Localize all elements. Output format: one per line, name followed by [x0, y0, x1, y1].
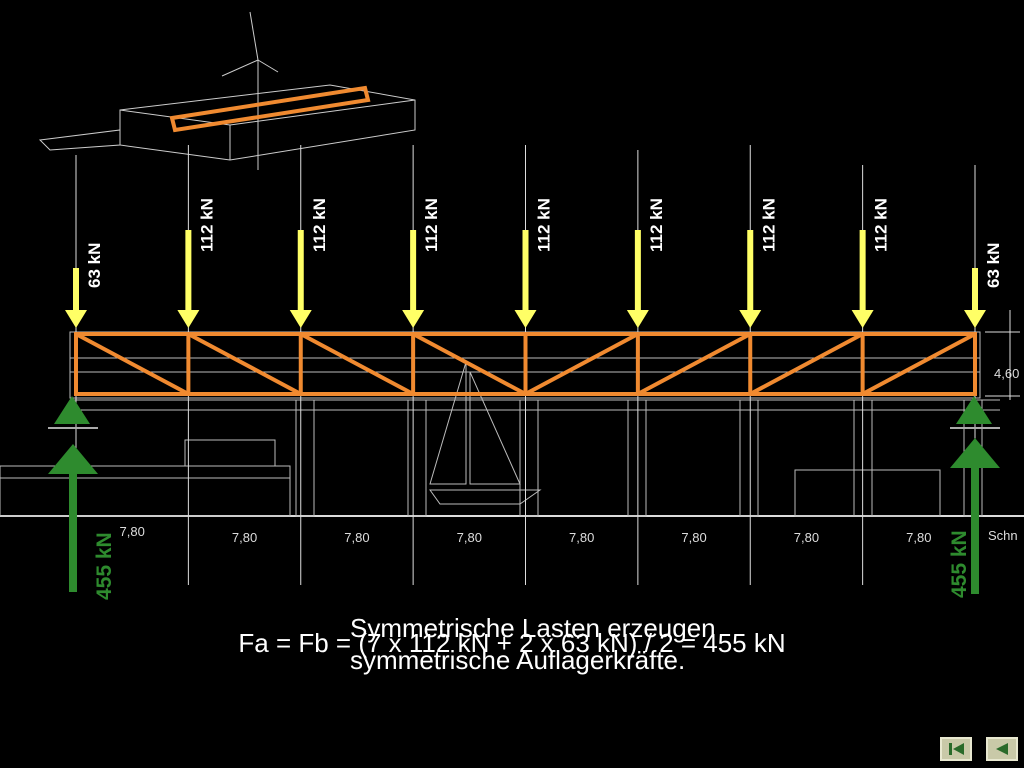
span-label: 7,80 [681, 530, 706, 545]
perspective-sketch [38, 11, 416, 170]
load-arrow [177, 230, 200, 328]
previous-slide-icon [996, 743, 1008, 755]
truss-diagonal [749, 332, 864, 396]
load-label: 112 kN [422, 198, 441, 252]
load-arrow [739, 230, 762, 328]
first-slide-icon [949, 743, 964, 755]
reaction-left-label: 455 kN [93, 532, 116, 600]
load-label: 63 kN [85, 243, 104, 288]
load-label: 112 kN [310, 198, 329, 252]
span-label: 7,80 [569, 530, 594, 545]
orange-truss [74, 332, 977, 396]
load-arrow [626, 230, 649, 328]
truss-diagonal [299, 332, 415, 396]
formula-text: Fa = Fb = (7 x 112 kN + 2 x 63 kN) / 2 =… [238, 628, 786, 658]
load-arrow [402, 230, 425, 328]
building-elevation [0, 331, 1024, 517]
previous-slide-button[interactable] [986, 737, 1018, 761]
truss-diagonal [75, 332, 190, 396]
height-dimension: 4,60 [985, 310, 1020, 400]
load-arrow [964, 268, 986, 328]
load-label: 112 kN [872, 198, 891, 252]
span-dimensions: 7,80 7,80 7,80 7,80 7,80 7,80 7,80 7,80 [120, 524, 932, 545]
span-label: 7,80 [794, 530, 819, 545]
left-support [48, 396, 98, 429]
truss-diagonal [861, 332, 976, 396]
span-label: 7,80 [120, 524, 145, 539]
load-arrows: 63 kN 112 kN 112 kN 112 kN 112 kN 112 kN 112 k… [65, 198, 1003, 328]
load-label: 112 kN [197, 198, 216, 252]
span-label: 7,80 [344, 530, 369, 545]
reaction-right-label: 455 kN [948, 530, 971, 598]
load-arrow [65, 268, 87, 328]
building-text: Schn [988, 528, 1018, 543]
reaction-right: 455 kN [948, 438, 1000, 598]
truss-diagonal [636, 332, 752, 396]
load-arrow [289, 230, 312, 328]
truss-diagonal [187, 332, 302, 396]
load-label: 112 kN [535, 198, 554, 252]
load-arrow [851, 230, 874, 328]
truss-diagonal [412, 332, 527, 396]
span-label: 7,80 [232, 530, 257, 545]
first-slide-button[interactable] [940, 737, 972, 761]
right-support [950, 396, 1000, 429]
span-label: 7,80 [457, 530, 482, 545]
span-label: 7,80 [906, 530, 931, 545]
load-label: 112 kN [647, 198, 666, 252]
height-label: 4,60 [994, 366, 1019, 381]
load-label: 63 kN [984, 243, 1003, 288]
note-text: Symmetrische Lasten erzeugen symmetrisch… [350, 613, 716, 675]
truss-diagonal [524, 332, 639, 396]
load-arrow [514, 230, 537, 328]
load-label: 112 kN [759, 198, 778, 252]
reaction-left: 455 kN [48, 444, 116, 600]
